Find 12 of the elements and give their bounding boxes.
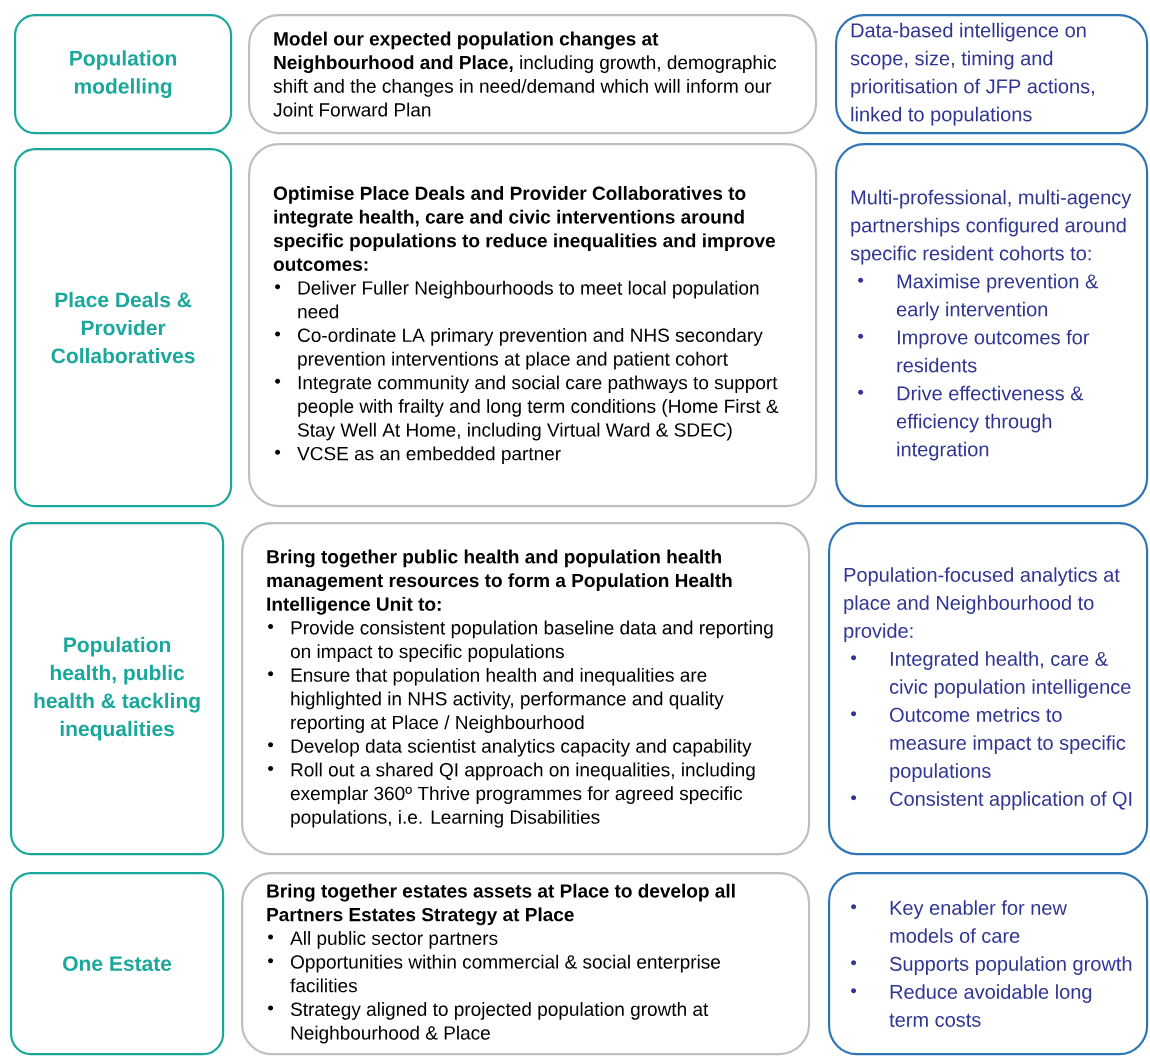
outcome-box: Population-focused analytics at place and Neighbourhood to provide: Integrated health, care & civic population intelligence Outcome metrics to measure impact to specific populations Consistent application of QI [828,522,1149,856]
category-box: Place Deals & Provider Collaboratives [14,148,233,508]
outcome-box: Key enabler for new models of care Supports population growth Reduce avoidable long term costs [828,872,1149,1056]
category-box: One Estate [10,872,225,1056]
outcome-box: Multi-professional, multi-agency partnerships configured around specific resident cohorts to: Maximise prevention & early intervention Improve outcomes for residents Drive effectiveness & efficiency through integration [835,143,1149,508]
outcome-box: Data-based intelligence on scope, size, timing and prioritisation of JFP actions, linked to populations [835,14,1149,135]
description-box: Optimise Place Deals and Provider Collaboratives to integrate health, care and civic interventions around specific populations to reduce inequalities and improve outcomes: Deliver Fuller Neighbourhoods to meet local population need Co-ordinate LA primary prevention and NHS secondary prevention interventions at place and patient cohort Integrate community and social care pathways to support people with frailty and long term conditions (Home First & Stay Well At Home, including Virtual Ward & SDEC) VCSE as an embedded partner [248,143,818,508]
description-box: Bring together estates assets at Place to develop all Partners Estates Strategy at Place All public sector partners Opportunities within commercial & social enterprise facilities Strategy aligned to projected population growth at Neighbourhood & Place [241,872,811,1056]
category-box: Population modelling [14,14,233,135]
description-box: Bring together public health and population health management resources to form a Population Health Intelligence Unit to: Provide consistent population baseline data and reporting on impact to specific populations Ensure that population health and inequalities are highlighted in NHS activity, performance and quality reporting at Place / Neighbourhood Develop data scientist analytics capacity and capability Roll out a shared QI approach on inequalities, including exemplar 360º Thrive programmes for agreed specific populations, i.e. Learning Disabilities [241,522,811,856]
category-box: Population health, public health & tackling inequalities [10,522,225,856]
description-box: Model our expected population changes at Neighbourhood and Place, including growth, demographic shift and the changes in need/demand which will inform our Joint Forward Plan [248,14,818,135]
